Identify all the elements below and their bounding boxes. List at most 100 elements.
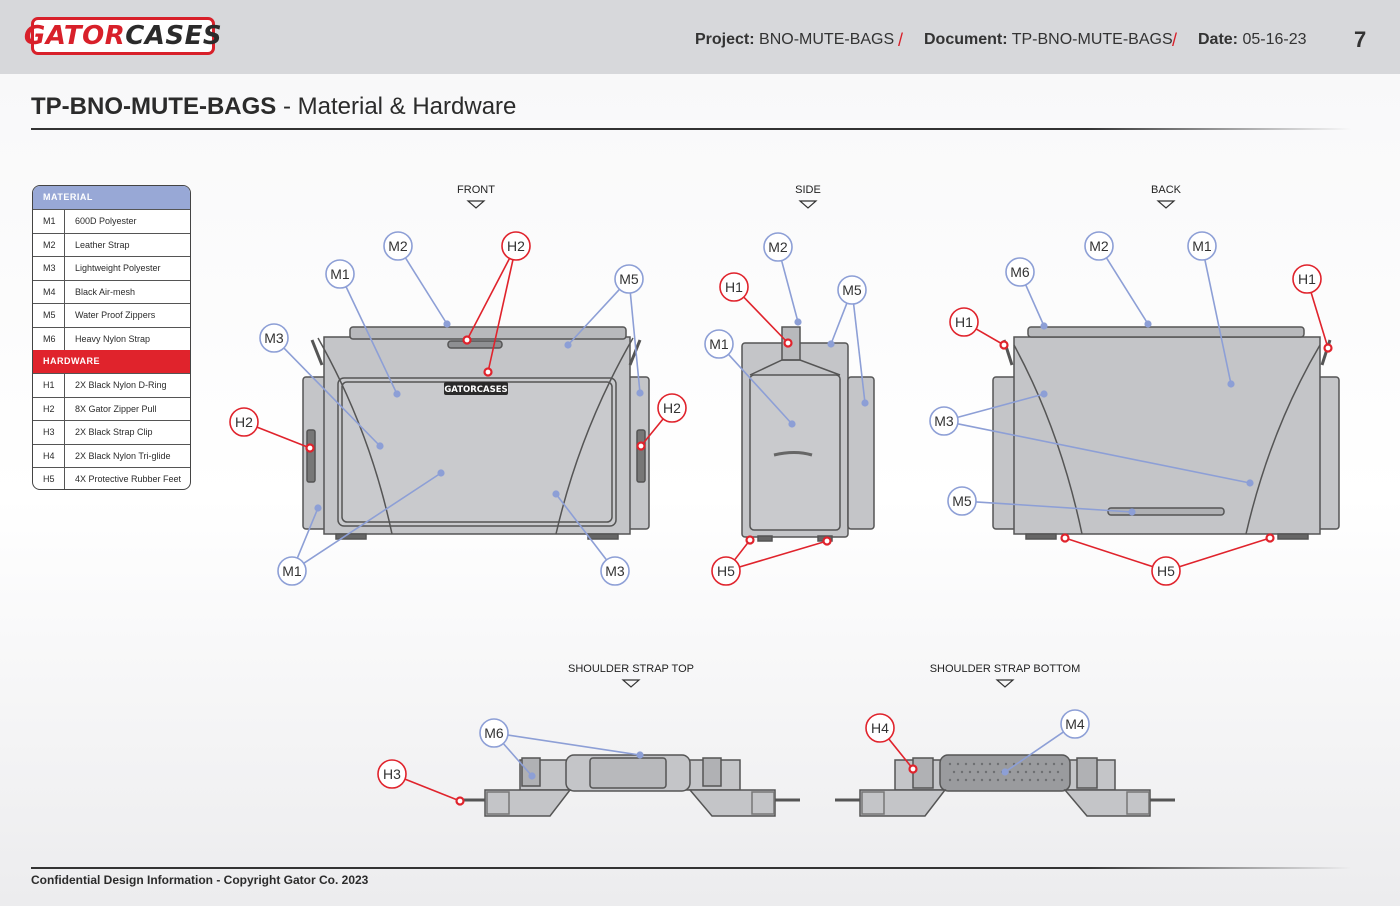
- callout-bubble: [947, 486, 977, 516]
- footer-divider: [31, 867, 1351, 869]
- callout-label: M2: [1089, 238, 1109, 254]
- callout-label: M2: [768, 239, 788, 255]
- callout-leader-line: [780, 260, 799, 323]
- date-field: Date: 05-16-23: [1198, 31, 1307, 48]
- callout-bubble: [657, 393, 687, 423]
- callout-leader-line: [502, 742, 533, 777]
- callout-leader-line: [975, 328, 1005, 346]
- callout-label: H2: [663, 400, 681, 416]
- separator: /: [898, 30, 904, 50]
- back-view-bag: [992, 326, 1340, 540]
- callout-leader-line: [1024, 284, 1045, 327]
- callout-target-dot: [1265, 533, 1275, 543]
- callout-leader-line: [888, 738, 914, 770]
- view-label-strap-top: SHOULDER STRAP TOP: [568, 663, 694, 675]
- callout-leader-line: [743, 296, 789, 344]
- callout-target-dot: [1144, 320, 1152, 328]
- callout-label: M5: [842, 282, 862, 298]
- view-label-back: BACK: [1151, 184, 1181, 196]
- callout-bubble: [277, 556, 307, 586]
- callout-label: M3: [264, 330, 284, 346]
- callout-leader-line: [404, 257, 448, 325]
- callout-bubble: [600, 556, 630, 586]
- view-label-front: FRONT: [457, 184, 495, 196]
- callout-leader-line: [404, 778, 461, 802]
- callout-bubble: [614, 264, 644, 294]
- callout-target-dot: [1128, 508, 1136, 516]
- material-heading: MATERIAL: [33, 186, 190, 209]
- callout-leader-line: [727, 353, 793, 425]
- callout-leader-line: [629, 292, 641, 394]
- callout-bubble: [719, 272, 749, 302]
- header-bar: [0, 0, 1400, 74]
- callout-target-dot: [552, 490, 560, 498]
- view-label-side: SIDE: [795, 184, 821, 196]
- callout-leader-line: [303, 472, 442, 564]
- callout-leader-line: [1064, 537, 1153, 568]
- callout-leader-line: [640, 418, 664, 447]
- callout-bubble: [949, 307, 979, 337]
- callout-target-dot: [908, 764, 918, 774]
- callout-leader-line: [1310, 292, 1329, 349]
- callout-label: H2: [235, 414, 253, 430]
- product-logo-text: GATORCASES: [444, 385, 507, 395]
- callout-target-dot: [314, 504, 322, 512]
- callout-label: M1: [282, 563, 302, 579]
- callout-target-dot: [1040, 390, 1048, 398]
- callout-label: M6: [1010, 264, 1030, 280]
- callout-leader-line: [957, 422, 1251, 484]
- callout-leader-line: [852, 303, 866, 404]
- callout-label: H1: [955, 314, 973, 330]
- callout-leader-line: [1204, 259, 1232, 385]
- arrow-icon: [995, 679, 1015, 688]
- callout-leader-line: [283, 347, 381, 447]
- callout-target-dot: [999, 340, 1009, 350]
- callout-bubble: [1292, 264, 1322, 294]
- callout-target-dot: [1246, 479, 1254, 487]
- product-logo-badge: [444, 382, 508, 395]
- callout-leader-line: [466, 258, 511, 341]
- callout-bubble: [763, 232, 793, 262]
- callout-bubble: [1005, 257, 1035, 287]
- callout-target-dot: [1001, 768, 1009, 776]
- callout-leader-line: [256, 426, 311, 449]
- callout-target-dot: [827, 340, 835, 348]
- callout-target-dot: [1040, 322, 1048, 330]
- callout-label: M5: [952, 493, 972, 509]
- side-view-bag: [741, 326, 875, 542]
- callout-leader-line: [1004, 731, 1064, 773]
- callout-bubble: [865, 713, 895, 743]
- callout-leader-line: [1105, 257, 1149, 325]
- callout-label: M2: [388, 238, 408, 254]
- callout-bubble: [259, 323, 289, 353]
- callout-label: M6: [484, 725, 504, 741]
- arrow-icon: [466, 200, 486, 209]
- callout-target-dot: [636, 389, 644, 397]
- view-label-strap-bottom: SHOULDER STRAP BOTTOM: [929, 663, 1081, 675]
- shoulder-strap-top: [460, 754, 800, 817]
- page-title: TP-BNO-MUTE-BAGS - Material & Hardware: [31, 93, 517, 120]
- callout-leader-line: [567, 288, 621, 346]
- callout-bubble: [704, 329, 734, 359]
- callout-target-dot: [1060, 533, 1070, 543]
- hardware-heading: HARDWARE: [33, 350, 190, 373]
- separator: /: [1172, 30, 1178, 50]
- callout-target-dot: [437, 469, 445, 477]
- callout-target-dot: [1323, 343, 1333, 353]
- footer-copyright: Confidential Design Information - Copyri…: [31, 873, 369, 887]
- callout-target-dot: [783, 338, 793, 348]
- callout-bubble: [501, 231, 531, 261]
- callout-leader-line: [555, 493, 608, 561]
- page-number: 7: [1354, 27, 1367, 52]
- callout-label: H2: [507, 238, 525, 254]
- callout-target-dot: [462, 335, 472, 345]
- mesh-pattern: [948, 762, 1064, 782]
- callout-label: M1: [330, 266, 350, 282]
- arrow-icon: [1156, 200, 1176, 209]
